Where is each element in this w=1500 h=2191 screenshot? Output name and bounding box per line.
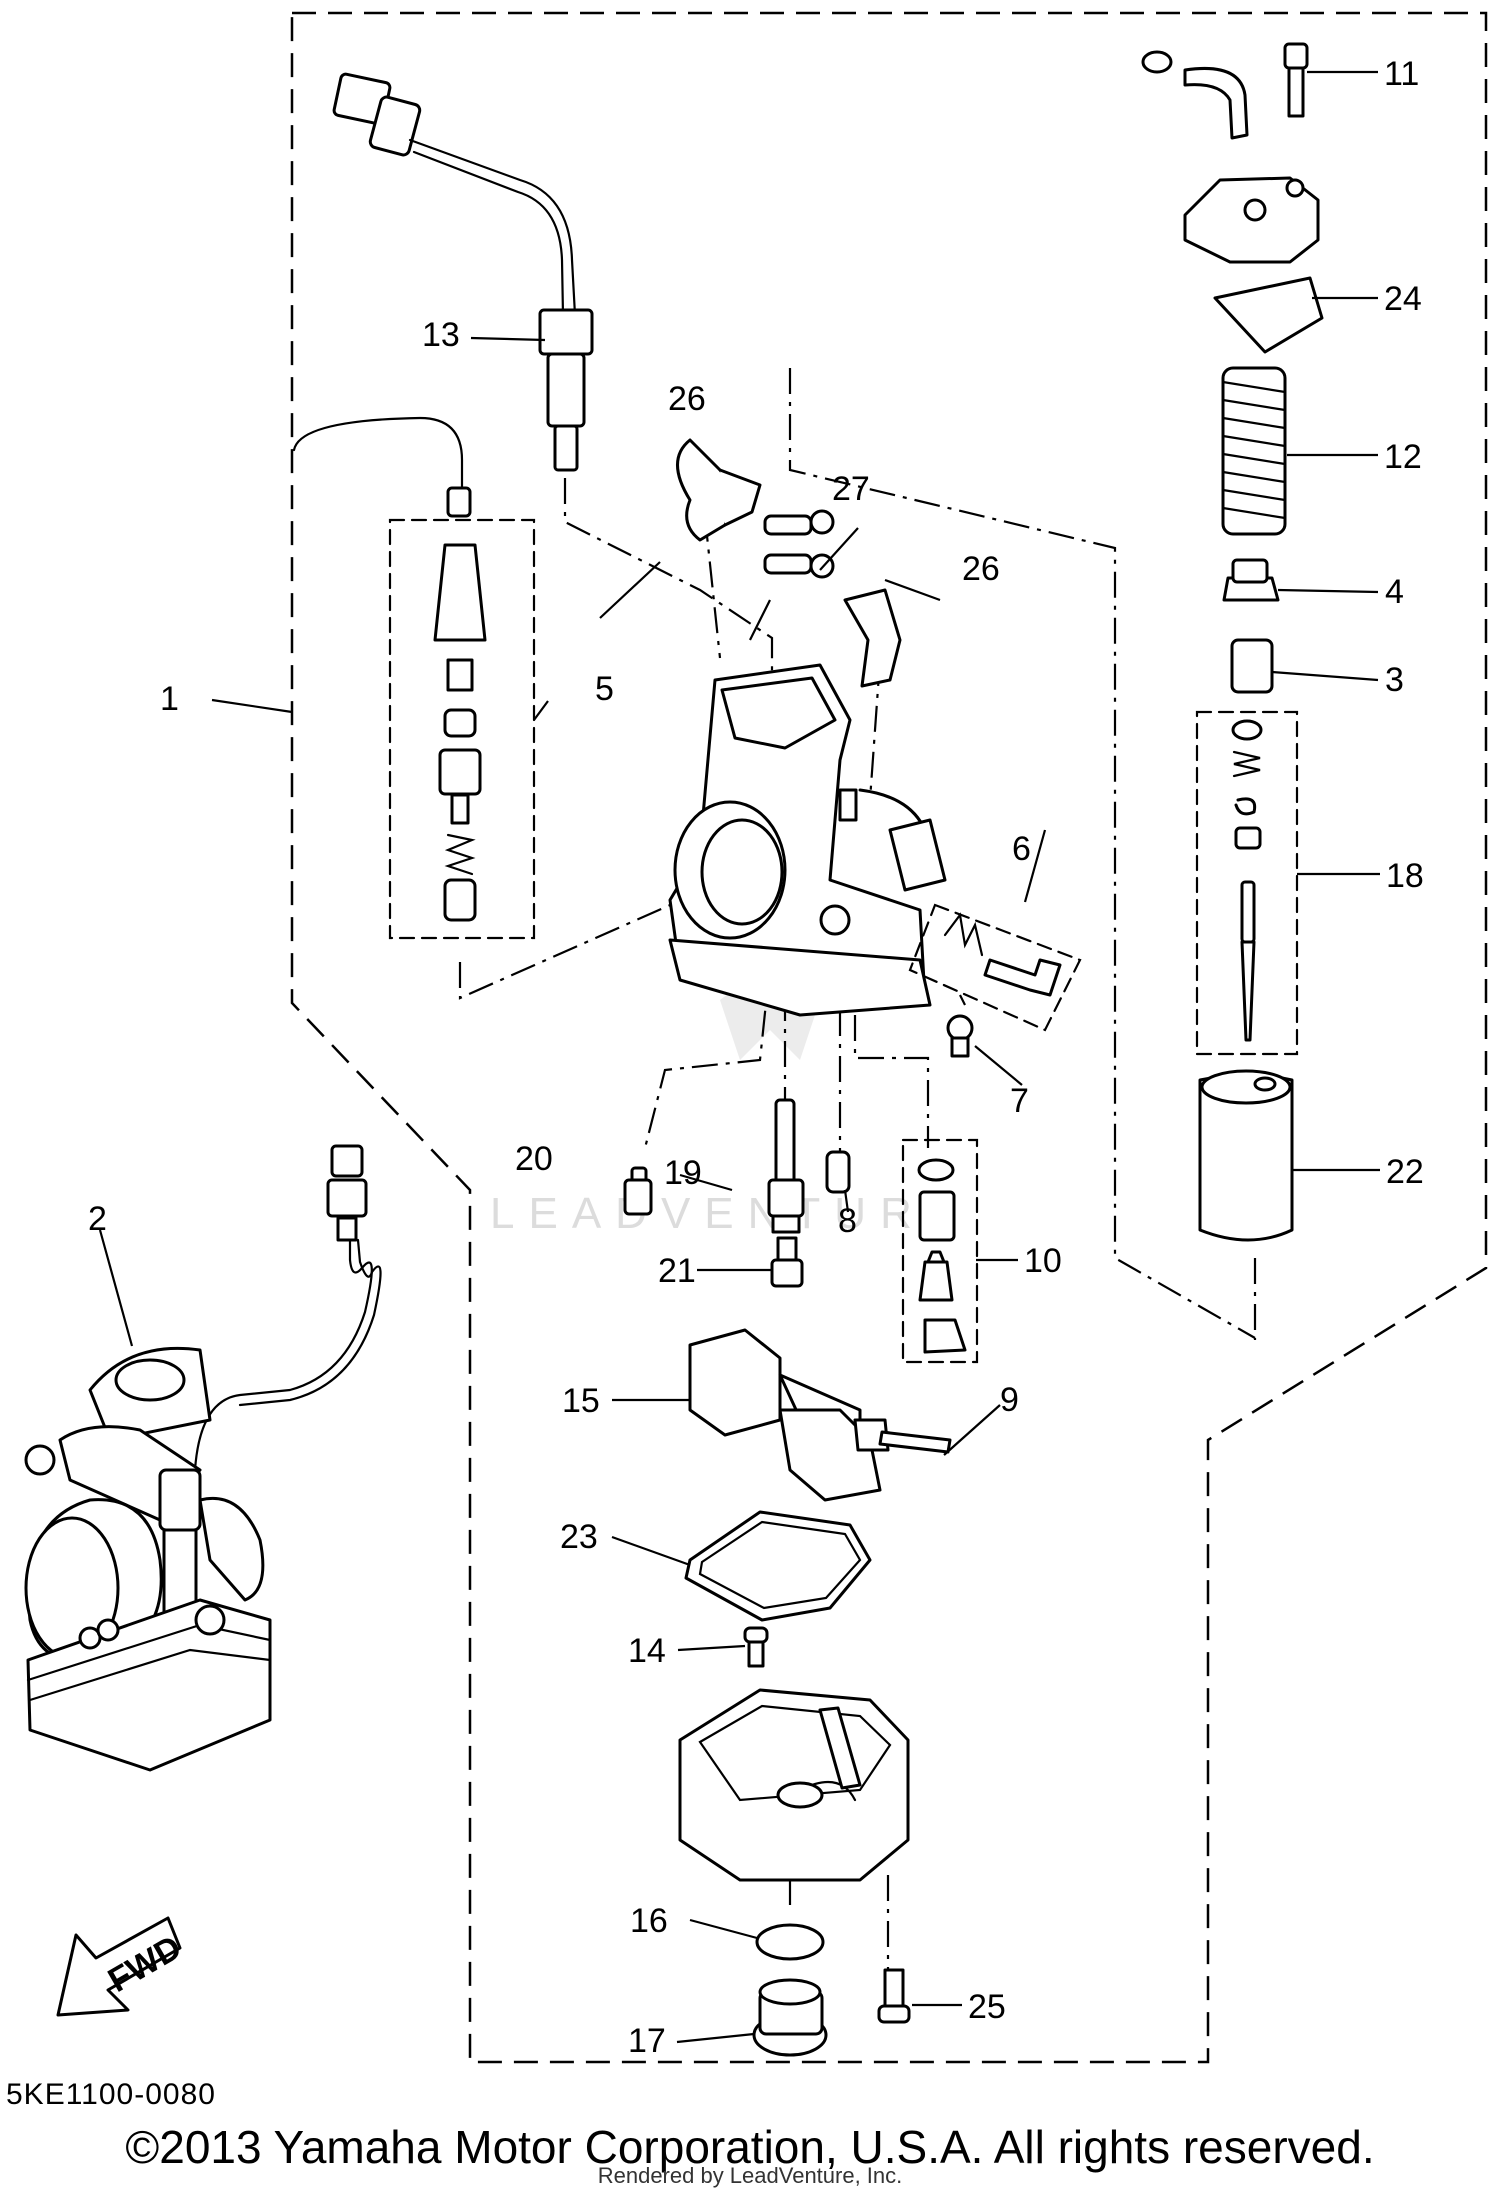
label-2: 2 [88, 1200, 107, 1238]
label-24: 24 [1384, 280, 1422, 318]
label-14: 14 [628, 1632, 666, 1670]
label-13: 13 [422, 316, 460, 354]
label-7: 7 [1010, 1082, 1029, 1120]
needle-jet-19[interactable] [767, 1098, 805, 1234]
label-17: 17 [628, 2022, 666, 2060]
needle-holder-3[interactable] [1230, 638, 1274, 694]
label-8: 8 [838, 1202, 857, 1240]
jet-needle-set-18[interactable] [1195, 710, 1299, 1056]
needle-valve-set-10[interactable] [901, 1138, 979, 1364]
label-9: 9 [1000, 1381, 1019, 1419]
main-jet-21[interactable] [770, 1236, 804, 1288]
throttle-spring-12[interactable] [1221, 366, 1287, 536]
screw-8[interactable] [825, 1150, 851, 1194]
hose-26-upper[interactable] [676, 438, 762, 542]
throttle-valve-22[interactable] [1198, 1069, 1294, 1242]
forward-direction-arrow: FWD [56, 1916, 188, 2017]
screws-27[interactable] [763, 509, 835, 579]
pilot-screw-set-6[interactable] [908, 903, 1082, 1032]
label-26-lower: 26 [962, 550, 1000, 588]
label-1: 1 [160, 680, 179, 718]
label-10: 10 [1024, 1242, 1062, 1280]
drain-plug-17[interactable] [752, 1978, 828, 2057]
label-21: 21 [658, 1252, 696, 1290]
float-pin-9[interactable] [878, 1430, 952, 1454]
starter-plunger-set-5[interactable] [292, 416, 536, 940]
screw-14[interactable] [743, 1626, 769, 1668]
throttle-sensor-13[interactable] [332, 72, 594, 472]
leader-lines [98, 70, 1380, 2044]
label-22: 22 [1386, 1153, 1424, 1191]
float-15[interactable] [688, 1328, 890, 1502]
carburetor-body[interactable] [668, 663, 947, 1017]
throttle-cap-with-nipple[interactable] [1141, 50, 1320, 264]
jet-20[interactable] [623, 1166, 653, 1216]
label-15: 15 [562, 1382, 600, 1420]
label-3: 3 [1385, 661, 1404, 699]
hose-26-lower[interactable] [843, 588, 902, 688]
watermark: LEADVENTURE [490, 980, 969, 1238]
label-4: 4 [1385, 573, 1404, 611]
diagram-code: 5KE1100-0080 [6, 2078, 216, 2111]
label-23: 23 [560, 1518, 598, 1556]
watermark-text: LEADVENTURE [490, 1189, 969, 1238]
screw-25[interactable] [877, 1968, 911, 2024]
label-18: 18 [1386, 857, 1424, 895]
part-labels: 1 2 3 4 5 6 7 8 9 10 11 12 13 14 15 16 1… [88, 55, 1424, 2060]
label-11: 11 [1384, 55, 1419, 93]
label-16: 16 [630, 1902, 668, 1940]
label-26-upper: 26 [668, 380, 706, 418]
screw-7[interactable] [946, 1014, 974, 1058]
label-27: 27 [832, 470, 870, 508]
label-20: 20 [515, 1140, 553, 1178]
carburetor-assembly-2[interactable] [24, 1144, 382, 1772]
label-5: 5 [595, 670, 614, 708]
label-12: 12 [1384, 438, 1422, 476]
cap-gasket-24[interactable] [1213, 276, 1324, 354]
label-19: 19 [664, 1154, 702, 1192]
screw-11[interactable] [1283, 42, 1309, 118]
spring-seat-4[interactable] [1222, 558, 1280, 602]
rendered-by-note: Rendered by LeadVenture, Inc. [597, 2163, 903, 2188]
label-25: 25 [968, 1988, 1006, 2026]
o-ring-16[interactable] [755, 1923, 825, 1961]
float-bowl[interactable] [678, 1688, 910, 1882]
label-6: 6 [1012, 830, 1031, 868]
float-bowl-gasket-23[interactable] [684, 1510, 872, 1622]
copyright-notice: ©2013 Yamaha Motor Corporation, U.S.A. A… [125, 2121, 1375, 2173]
assembly-boundary [290, 11, 1488, 2064]
